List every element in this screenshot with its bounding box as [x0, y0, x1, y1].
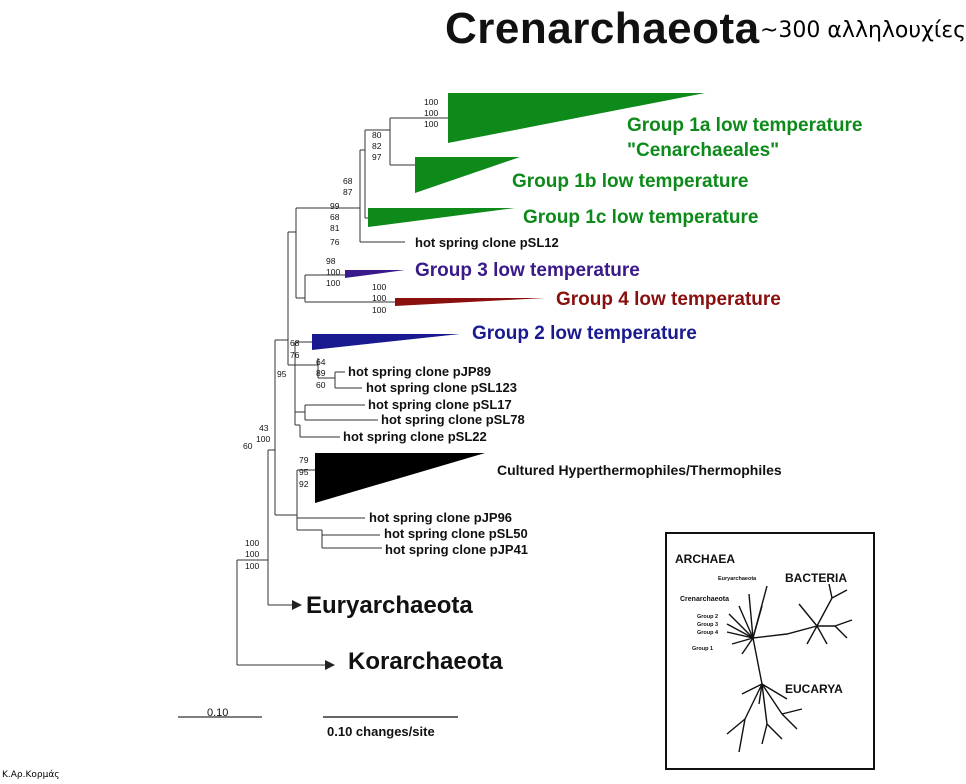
label-group-3: Group 3 low temperature [415, 260, 640, 281]
bootstrap-value: 79 [299, 455, 309, 465]
group-1a-clade [448, 93, 705, 143]
label-group-1a: Group 1a low temperature [627, 115, 863, 136]
bootstrap-value: 100 [372, 282, 387, 292]
bootstrap-value: 99 [330, 201, 340, 211]
bootstrap-value: 95 [299, 467, 309, 477]
universal-tree-inset: ARCHAEA BACTERIA EUCARYA Euryarchaeota C… [665, 532, 875, 770]
label-korarchaeota: Korarchaeota [348, 648, 503, 675]
bootstrap-value: 64 [316, 357, 326, 367]
bootstrap-value: 68 [290, 338, 300, 348]
scale-label-small: 0.10 [207, 707, 229, 719]
bootstrap-value: 60 [243, 441, 253, 451]
inset-label-group-1: Group 1 [692, 646, 714, 652]
label-group-2: Group 2 low temperature [472, 323, 697, 344]
clone-pSL78: hot spring clone pSL78 [381, 412, 525, 427]
clone-pSL17: hot spring clone pSL17 [368, 397, 512, 412]
tree-branches [236, 117, 448, 666]
inset-label-group-2: Group 2 [697, 614, 719, 620]
inset-label-group-4: Group 4 [697, 630, 719, 636]
bootstrap-value: 100 [424, 97, 439, 107]
label-euryarchaeota: Euryarchaeota [306, 592, 473, 619]
bootstrap-value: 98 [326, 256, 336, 266]
bootstrap-value: 100 [245, 538, 260, 548]
bootstrap-value: 100 [256, 434, 271, 444]
label-group-4: Group 4 low temperature [556, 289, 781, 310]
inset-label-crenarchaeota: Crenarchaeota [680, 596, 730, 603]
bootstrap-value: 76 [290, 350, 300, 360]
inset-label-eucarya: EUCARYA [785, 682, 843, 696]
bootstrap-value: 87 [343, 187, 353, 197]
bootstrap-value: 68 [343, 176, 353, 186]
clone-pJP41: hot spring clone pJP41 [385, 542, 529, 557]
bootstrap-value: 100 [245, 561, 260, 571]
inset-label-group-3: Group 3 [697, 622, 719, 628]
group-3-clade [345, 270, 405, 278]
clone-pSL123: hot spring clone pSL123 [366, 380, 517, 395]
inset-label-archaea: ARCHAEA [675, 552, 735, 566]
bootstrap-value: 100 [372, 305, 387, 315]
bootstrap-value: 100 [326, 267, 341, 277]
scale-label-big: 0.10 changes/site [327, 724, 435, 739]
group-4-clade [395, 298, 545, 306]
clone-pJP96: hot spring clone pJP96 [369, 510, 513, 525]
label-group-1c: Group 1c low temperature [523, 207, 759, 228]
bootstrap-value: 100 [372, 293, 387, 303]
clone-pSL22: hot spring clone pSL22 [343, 429, 487, 444]
clone-pSL12: hot spring clone pSL12 [415, 235, 559, 250]
cultured-clade [315, 453, 485, 503]
bootstrap-value: 92 [299, 479, 309, 489]
bootstrap-value: 100 [326, 278, 341, 288]
bootstrap-value: 100 [245, 549, 260, 559]
clone-pJP89: hot spring clone pJP89 [348, 364, 492, 379]
label-group-1b: Group 1b low temperature [512, 171, 749, 192]
bootstrap-value: 100 [424, 108, 439, 118]
sequence-count-note: ~300 αλληλουχίες [760, 18, 966, 43]
label-cultured: Cultured Hyperthermophiles/Thermophiles [497, 462, 782, 478]
bootstrap-value: 100 [424, 119, 439, 129]
bootstrap-value: 89 [316, 368, 326, 378]
bootstrap-value: 68 [330, 212, 340, 222]
clone-pSL50: hot spring clone pSL50 [384, 526, 528, 541]
kor-arrow [325, 660, 335, 670]
bootstrap-value: 82 [372, 141, 382, 151]
bootstrap-value: 80 [372, 130, 382, 140]
eury-arrow [292, 600, 302, 610]
bootstrap-value: 97 [372, 152, 382, 162]
inset-label-bacteria: BACTERIA [785, 571, 847, 585]
bootstrap-value: 76 [330, 237, 340, 247]
label-group-1a-name: "Cenarchaeales" [627, 140, 780, 161]
group-1c-clade [368, 208, 515, 227]
group-2-clade [312, 334, 460, 350]
bootstrap-value: 95 [277, 369, 287, 379]
bootstrap-value: 60 [316, 380, 326, 390]
bootstrap-value: 43 [259, 423, 269, 433]
universal-tree-drawing [726, 583, 853, 753]
page-title: Crenarchaeota [445, 4, 760, 53]
inset-label-euryarchaeota: Euryarchaeota [718, 576, 757, 582]
bootstrap-value: 81 [330, 223, 340, 233]
group-1b-clade [415, 157, 520, 193]
author-credit: Κ.Αρ.Κορμάς [2, 770, 60, 780]
